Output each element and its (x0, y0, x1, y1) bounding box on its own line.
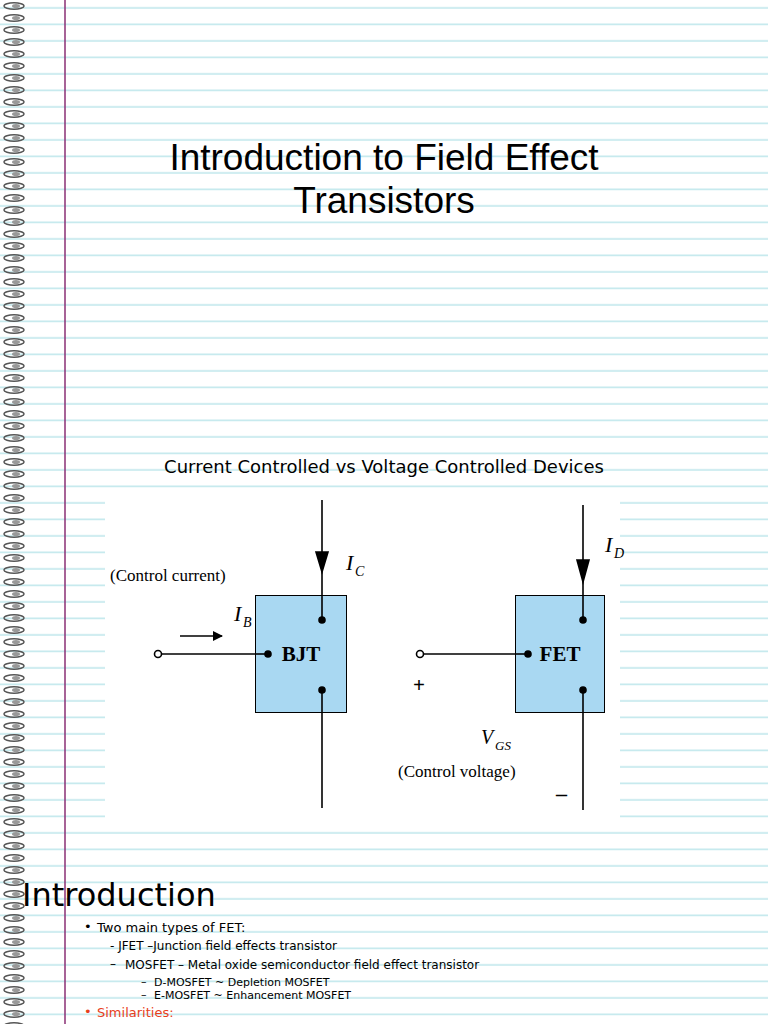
polarity-sign: – (556, 782, 567, 806)
bullet: – (141, 989, 147, 1001)
bjt-wires (155, 500, 329, 808)
sub-sub-bullet-text: D-MOSFET ~ Depletion MOSFET (154, 977, 330, 989)
subscript: B (243, 615, 252, 630)
subscript: GS (495, 739, 511, 753)
box-label: FET (540, 642, 581, 667)
current-symbol: I (234, 602, 241, 626)
control-label: (Control current) (110, 567, 226, 586)
bullet: – (110, 958, 116, 971)
current-symbol: I (605, 533, 612, 557)
subscript: D (614, 546, 624, 561)
sub-sub-bullet-text: E-MOSFET ~ Enhancement MOSFET (154, 990, 351, 1002)
figure-ground (105, 490, 620, 825)
fet-box: FET (515, 595, 605, 713)
bjt-box: BJT (255, 595, 347, 713)
sub-bullet-text: MOSFET – Metal oxide semiconductor field… (125, 959, 479, 972)
voltage-symbol: V (481, 726, 493, 748)
page-title: Introduction to Field Effect Transistors (149, 137, 619, 223)
current-symbol: I (346, 551, 353, 575)
control-label: (Control voltage) (398, 763, 516, 782)
section-heading: Introduction (22, 878, 216, 913)
bullet-text: Similarities: (97, 1006, 174, 1020)
bullet-text: Two main types of FET: (97, 921, 245, 935)
bullet: – (141, 976, 147, 988)
figure-subtitle: Current Controlled vs Voltage Controlled… (164, 457, 604, 477)
box-label: BJT (282, 642, 321, 667)
bullet: • (84, 920, 92, 934)
polarity-sign: + (413, 674, 425, 697)
margin-line (64, 0, 66, 1024)
bullet: • (84, 1005, 92, 1019)
subscript: C (355, 564, 364, 579)
sub-bullet-text: - JFET –Junction field effects transisto… (110, 940, 337, 953)
spiral-binding (0, 0, 30, 1024)
